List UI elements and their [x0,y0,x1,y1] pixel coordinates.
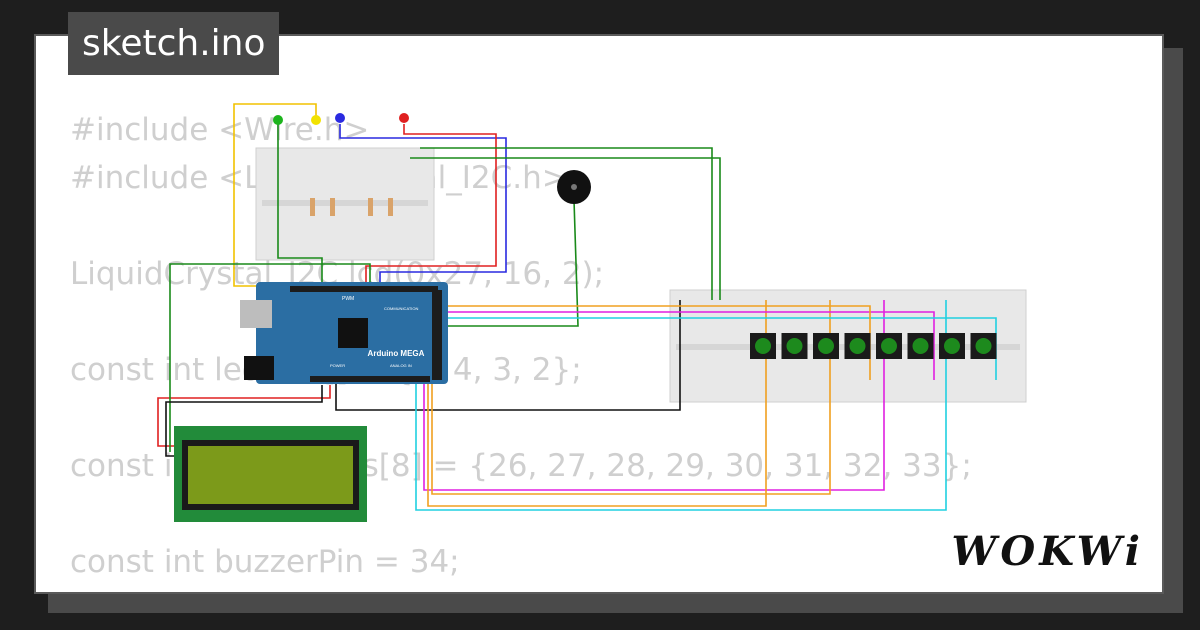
pushbutton[interactable] [939,333,965,359]
wire-black [335,300,681,411]
arduino-mega-board: Arduino MEGA PWM COMMUNICATION POWER ANA… [240,282,448,384]
wire-orange [431,300,831,495]
resistor [368,198,373,216]
led-yellow [311,115,321,125]
board-comm-label: COMMUNICATION [384,306,418,311]
code-line: const int buzzerPin = 34; [70,544,460,580]
pushbutton[interactable] [781,333,808,359]
wire-green [410,157,721,300]
pushbutton[interactable] [876,333,902,359]
pushbutton[interactable] [813,333,839,359]
wire-cyan [415,300,947,511]
wire-green [440,199,579,327]
pushbutton[interactable] [970,333,997,359]
led-blue [335,113,345,123]
resistor [330,198,335,216]
button-group [750,333,997,359]
wire-green [277,124,323,300]
wire-cyan [440,317,997,380]
sketch-title: sketch.ino [68,12,280,75]
pushbutton[interactable] [907,333,934,359]
board-analog-label: ANALOG IN [390,363,412,368]
pushbutton[interactable] [750,333,776,359]
led-red [399,113,409,123]
board-pwm-label: PWM [342,296,354,302]
wire-green [169,263,371,452]
buzzer [557,170,591,204]
wire-red [157,385,331,447]
wire-orange [427,300,767,507]
resistor [388,198,393,216]
lcd-display [174,426,367,522]
wokwi-logo: WOKWi [951,528,1144,575]
wire-red [365,124,497,290]
wire-green [420,147,713,300]
wire-magenta [440,311,935,380]
wire-magenta [423,300,885,491]
resistor [310,198,315,216]
wire-black [165,385,323,457]
pushbutton[interactable] [844,333,871,359]
led-green [273,115,283,125]
board-power-label: POWER [330,363,345,368]
board-label: Arduino MEGA [368,349,425,358]
wire-blue [339,124,507,290]
